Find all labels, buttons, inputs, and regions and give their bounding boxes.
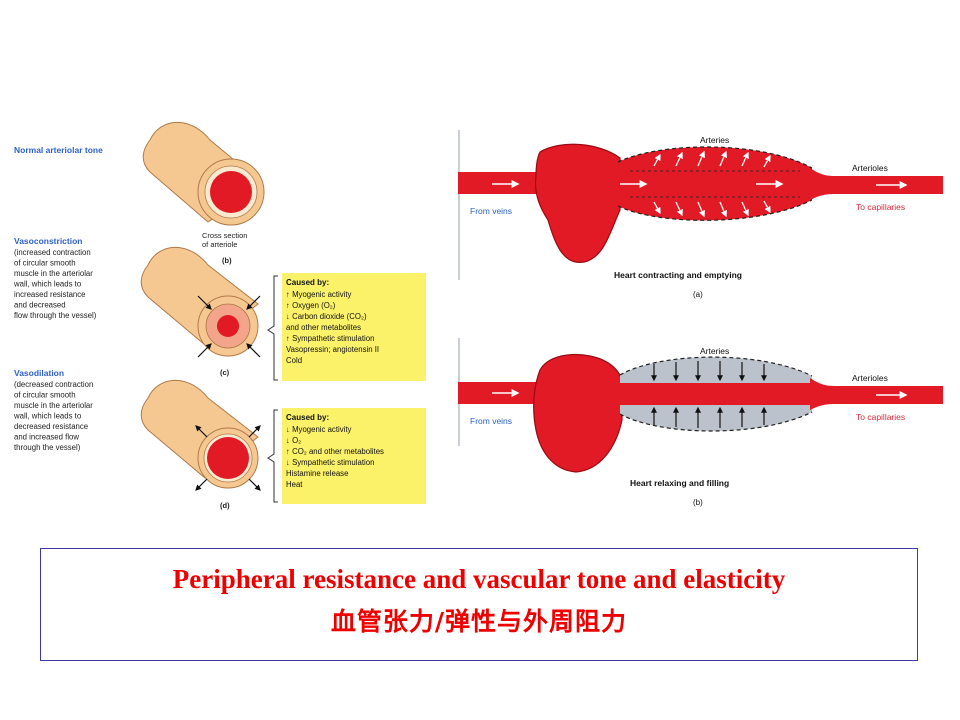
vasoconstriction-desc-line: muscle in the arteriolar bbox=[14, 269, 93, 278]
dilation-box-title: Caused by: bbox=[286, 413, 329, 422]
top-caption: Heart contracting and emptying bbox=[614, 270, 742, 280]
vasodilation-description: (decreased contraction of circular smooth… bbox=[13, 380, 93, 452]
dilation-cause-item: Histamine release bbox=[286, 469, 348, 478]
bottom-artery-core bbox=[620, 383, 814, 405]
dilation-cause-item: ↓ Sympathetic stimulation bbox=[286, 458, 374, 467]
vessel-normal bbox=[142, 121, 265, 226]
top-inflow-pipe bbox=[458, 172, 536, 194]
vasoconstriction-description: (increased contraction of circular smooth… bbox=[13, 248, 97, 320]
panel-d-label: (d) bbox=[220, 501, 230, 510]
caption-english: Peripheral resistance and vascular tone … bbox=[172, 564, 786, 594]
bottom-panel-label: (b) bbox=[693, 498, 703, 507]
bottom-flow-arrows bbox=[492, 389, 908, 399]
bottom-from-veins-label: From veins bbox=[470, 416, 512, 426]
dilation-cause-item: ↓ Myogenic activity bbox=[286, 425, 352, 434]
top-to-capillaries-label: To capillaries bbox=[856, 202, 905, 212]
vessel-dilated bbox=[140, 379, 261, 491]
dilation-bracket bbox=[267, 409, 278, 503]
left-figure: Normal arteriolar tone Cross section of … bbox=[13, 121, 426, 510]
constriction-cause-item: ↓ Carbon dioxide (CO₂) bbox=[286, 312, 367, 321]
constriction-causes-list: ↑ Myogenic activity ↑ Oxygen (O₂) ↓ Carbon… bbox=[286, 290, 379, 365]
vasoconstriction-desc-line: of circular smooth bbox=[14, 259, 76, 268]
vessel-dilated-lumen bbox=[207, 437, 249, 479]
vasoconstriction-desc-line: flow through the vessel) bbox=[14, 311, 97, 320]
constriction-cause-item: Vasopressin; angiotensin II bbox=[286, 345, 379, 354]
dilation-cause-item: Heat bbox=[286, 480, 303, 489]
vasodilation-title: Vasodilation bbox=[14, 368, 64, 378]
dilation-causes-list: ↓ Myogenic activity ↓ O₂ ↑ CO₂ and other m… bbox=[286, 425, 384, 489]
bottom-arterioles-label: Arterioles bbox=[852, 373, 888, 383]
constriction-box-title: Caused by: bbox=[286, 278, 329, 287]
dilation-causes-box bbox=[282, 408, 426, 504]
bottom-to-capillaries-label: To capillaries bbox=[856, 412, 905, 422]
cross-section-label-1: Cross section bbox=[202, 231, 247, 240]
top-arterioles-label: Arterioles bbox=[852, 163, 888, 173]
normal-tone-title: Normal arteriolar tone bbox=[14, 145, 103, 155]
bottom-heart bbox=[533, 353, 623, 473]
vasodilation-desc-line: of circular smooth bbox=[14, 391, 76, 400]
vasodilation-desc-line: (decreased contraction bbox=[14, 380, 93, 389]
top-outward-arrows bbox=[653, 150, 771, 218]
dilation-cause-item: ↓ O₂ bbox=[286, 436, 301, 445]
constriction-bracket bbox=[267, 275, 278, 381]
constriction-cause-item: and other metabolites bbox=[286, 323, 361, 332]
vessel-constricted bbox=[140, 246, 261, 358]
vessel-normal-lumen bbox=[210, 171, 252, 213]
top-from-veins-label: From veins bbox=[470, 206, 512, 216]
caption-box: Peripheral resistance and vascular tone … bbox=[40, 548, 918, 661]
bottom-inward-arrows bbox=[651, 361, 767, 428]
caption-chinese: 血管张力/弹性与外周阻力 bbox=[330, 607, 628, 636]
vasodilation-desc-line: through the vessel) bbox=[14, 443, 81, 452]
constriction-cause-item: ↑ Myogenic activity bbox=[286, 290, 352, 299]
right-figure-top: Arteries Arterioles From veins To capill… bbox=[458, 128, 943, 308]
cross-section-label-2: of arteriole bbox=[202, 240, 237, 249]
dilation-cause-item: ↑ CO₂ and other metabolites bbox=[286, 447, 384, 456]
right-figure-bottom: Arteries Arterioles From veins To capill… bbox=[458, 338, 943, 507]
vasoconstriction-desc-line: wall, which leads to bbox=[13, 280, 82, 289]
bottom-arteries-label: Arteries bbox=[700, 346, 729, 356]
constriction-causes-box bbox=[282, 273, 426, 381]
vessel-constricted-lumen bbox=[217, 315, 239, 337]
top-arteries-label: Arteries bbox=[700, 135, 729, 145]
constriction-cause-item: Cold bbox=[286, 356, 302, 365]
vasodilation-desc-line: and increased flow bbox=[14, 433, 79, 442]
top-artery-distended bbox=[618, 146, 812, 221]
constriction-cause-item: ↑ Oxygen (O₂) bbox=[286, 301, 336, 310]
top-arteriole-pipe bbox=[810, 168, 943, 200]
vasodilation-desc-line: wall, which leads to bbox=[13, 412, 82, 421]
vasoconstriction-desc-line: increased resistance bbox=[14, 290, 86, 299]
constriction-cause-item: ↑ Sympathetic stimulation bbox=[286, 334, 374, 343]
bottom-caption: Heart relaxing and filling bbox=[630, 478, 729, 488]
vasoconstriction-desc-line: and decreased bbox=[14, 301, 66, 310]
vasoconstriction-title: Vasoconstriction bbox=[14, 236, 83, 246]
panel-b-label: (b) bbox=[222, 256, 232, 265]
panel-c-label: (c) bbox=[220, 368, 230, 377]
top-heart bbox=[534, 143, 621, 263]
vasodilation-desc-line: decreased resistance bbox=[14, 422, 88, 431]
bottom-arteriole-pipe bbox=[810, 378, 943, 410]
vasodilation-desc-line: muscle in the arteriolar bbox=[14, 401, 93, 410]
top-panel-label: (a) bbox=[693, 290, 703, 299]
top-flow-arrows bbox=[492, 180, 908, 189]
vasoconstriction-desc-line: (increased contraction bbox=[14, 248, 91, 257]
